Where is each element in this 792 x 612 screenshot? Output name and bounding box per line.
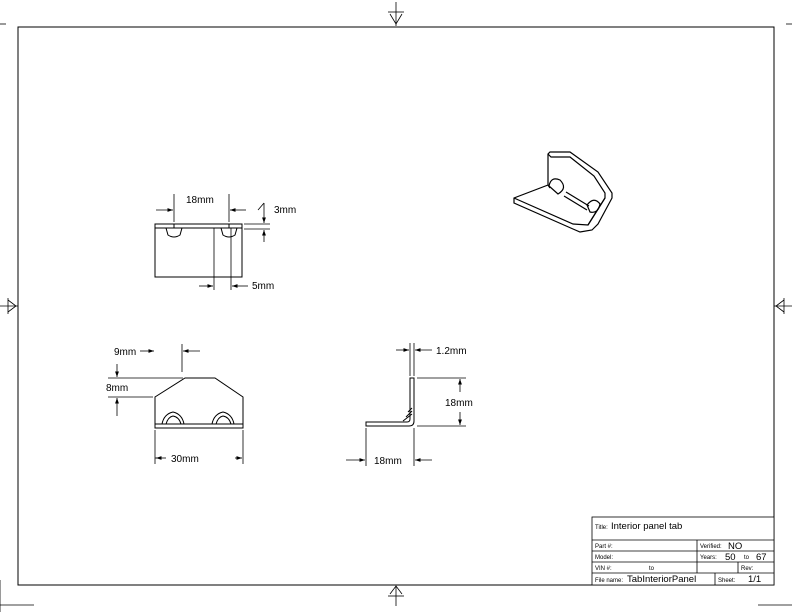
rev-label: Rev:	[741, 566, 754, 572]
dim-label-overall-width: 30mm	[171, 454, 199, 465]
title-value: Interior panel tab	[611, 521, 682, 532]
dim-label-chamfer-width: 9mm	[114, 347, 136, 358]
dim-label-spacing: 18mm	[186, 195, 214, 206]
centering-mark-right	[774, 298, 792, 314]
title-block: Title: Interior panel tab Part #: Verifi…	[591, 516, 775, 586]
verified-label: Verified:	[700, 544, 722, 550]
front-view-dimensions	[108, 344, 244, 464]
title-label: Title:	[595, 525, 608, 531]
drawing-border	[17, 26, 775, 586]
vin-label: VIN #:	[595, 566, 612, 572]
years-from: 50	[725, 552, 736, 563]
centering-mark-left	[0, 298, 18, 314]
filename-value: TabInteriorPanel	[627, 574, 696, 585]
centering-mark-top	[388, 2, 404, 26]
years-to: 67	[756, 552, 767, 563]
dim-label-notch-depth: 3mm	[274, 205, 296, 216]
dim-label-leg: 18mm	[374, 456, 402, 467]
model-label: Model:	[595, 555, 613, 561]
side-view-part	[365, 377, 415, 427]
years-label: Years:	[700, 555, 717, 561]
front-view-part	[154, 377, 244, 429]
side-view-dimensions	[346, 343, 466, 466]
top-view-part	[154, 223, 243, 278]
sheet-value: 1/1	[748, 574, 761, 585]
isometric-view	[513, 151, 613, 233]
filename-label: File name:	[595, 578, 623, 584]
dim-label-thickness: 1.2mm	[436, 346, 467, 357]
front-view: 9mm 8mm 30mm	[106, 344, 244, 465]
dim-label-chamfer-height: 8mm	[106, 383, 128, 394]
centering-mark-bottom	[388, 585, 404, 606]
vin-to-label: to	[649, 566, 655, 572]
verified-value: NO	[728, 541, 742, 552]
top-view-dimensions	[156, 194, 270, 290]
top-view: 18mm 3mm 5mm	[154, 194, 296, 292]
dim-label-notch-width: 5mm	[252, 281, 274, 292]
side-view: 1.2mm 18mm 18mm	[346, 343, 473, 467]
dim-label-height: 18mm	[445, 398, 473, 409]
years-to-label: to	[744, 555, 750, 561]
page-edge-marks	[0, 23, 792, 612]
sheet-label: Sheet:	[718, 578, 736, 584]
part-label: Part #:	[595, 544, 613, 550]
